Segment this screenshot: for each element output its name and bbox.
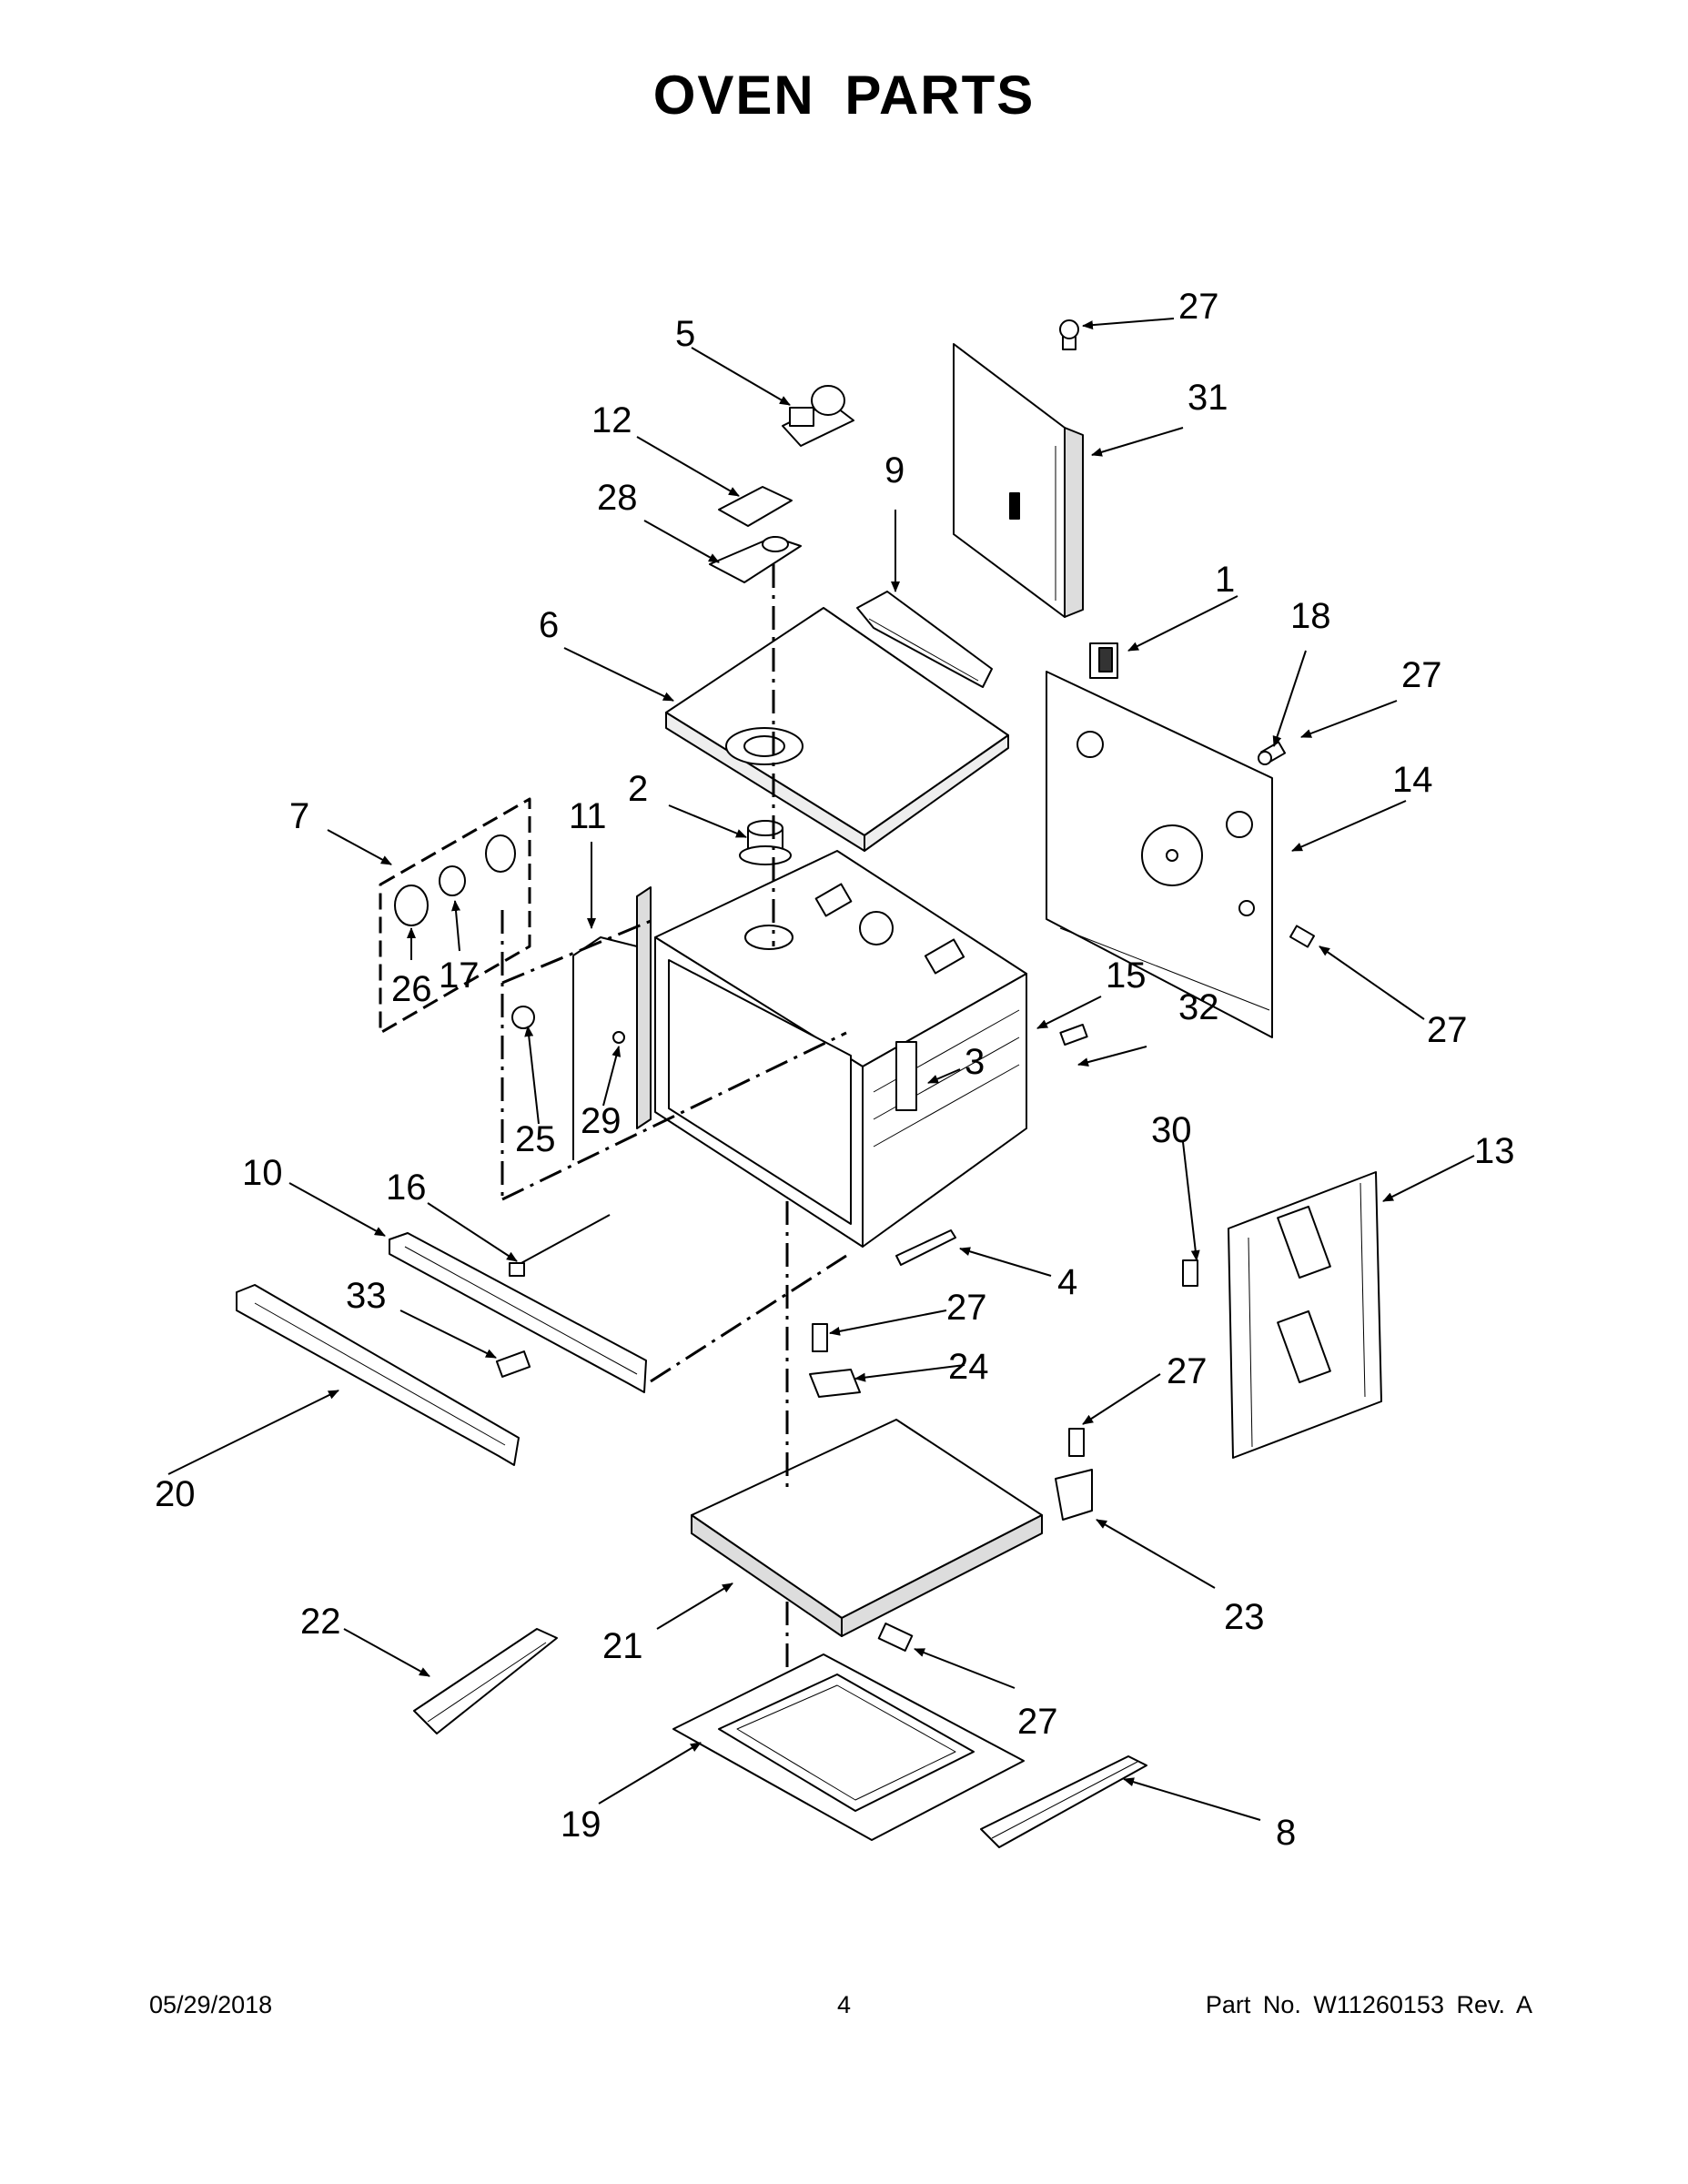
bracket-part-1 [1089, 642, 1118, 679]
callout-1: 1 [1215, 560, 1235, 600]
callout-12: 12 [591, 400, 632, 440]
convection-fan-part [739, 820, 792, 865]
top-plate-part [665, 607, 1009, 852]
callout-8: 8 [1276, 1813, 1296, 1853]
callout-27: 27 [1167, 1351, 1208, 1391]
rear-cover-panel-part [953, 343, 1084, 618]
bracket-part-4 [895, 1229, 956, 1266]
screw-part [495, 1350, 531, 1378]
bottom-plate-part [672, 1653, 1025, 1841]
callout-17: 17 [439, 956, 480, 996]
front-trim-part [389, 1232, 647, 1393]
callout-23: 23 [1224, 1597, 1265, 1637]
callout-32: 32 [1178, 987, 1219, 1027]
oven-cavity-part [636, 850, 1027, 1248]
callout-13: 13 [1474, 1131, 1515, 1171]
footer-part-number: Part No. W11260153 Rev. A [1205, 1991, 1532, 2018]
callout-33: 33 [346, 1276, 387, 1316]
callout-18: 18 [1290, 596, 1331, 636]
screw-part [1068, 1428, 1085, 1457]
left-rail-part [413, 1628, 558, 1734]
page-title: OVEN PARTS [652, 65, 1036, 126]
screw-part [877, 1623, 914, 1652]
callout-22: 22 [300, 1602, 341, 1642]
callout-15: 15 [1106, 956, 1147, 996]
callout-27: 27 [1017, 1702, 1058, 1742]
callout-30: 30 [1151, 1110, 1192, 1150]
callout-5: 5 [675, 314, 695, 354]
callout-20: 20 [155, 1474, 196, 1514]
callout-27: 27 [1401, 655, 1442, 695]
insulation-panel-part [691, 1419, 1043, 1637]
heat-shield-part [709, 486, 802, 583]
alignment-lines [500, 564, 847, 1674]
footer-date: 05/29/2018 [149, 1991, 273, 2018]
callout-24: 24 [948, 1347, 989, 1387]
callout-26: 26 [391, 969, 432, 1009]
callout-9: 9 [884, 450, 905, 490]
knob-assembly-group [379, 797, 625, 1044]
callout-28: 28 [597, 478, 638, 518]
callout-11: 11 [569, 796, 607, 836]
callout-29: 29 [581, 1101, 622, 1141]
callout-25: 25 [515, 1119, 556, 1159]
callout-21: 21 [602, 1626, 643, 1666]
leader-arrows [167, 318, 1475, 1821]
rod-part [509, 1214, 611, 1277]
callout-labels: 27 5 31 12 9 28 1 18 6 27 14 2 7 11 26 1… [155, 287, 1515, 1853]
right-rail-part [980, 1755, 1147, 1848]
callout-31: 31 [1188, 378, 1228, 418]
callout-14: 14 [1392, 760, 1433, 800]
wire-part [572, 936, 638, 956]
footer-page-number: 4 [836, 1991, 852, 2018]
callout-27: 27 [1178, 287, 1219, 327]
callout-7: 7 [289, 796, 309, 836]
clip-part [1182, 1259, 1198, 1287]
bracket-part-23 [1055, 1469, 1093, 1521]
motor-part [782, 385, 854, 447]
screw-part [1059, 319, 1316, 1046]
callout-16: 16 [386, 1168, 427, 1208]
callout-27: 27 [946, 1288, 987, 1328]
callout-6: 6 [539, 605, 559, 645]
back-panel-part [1046, 671, 1273, 1038]
bracket-part-24 [809, 1369, 861, 1398]
screw-part [812, 1323, 828, 1352]
callout-3: 3 [965, 1042, 985, 1082]
callout-2: 2 [628, 769, 648, 809]
callout-4: 4 [1057, 1262, 1077, 1302]
callout-19: 19 [561, 1805, 601, 1845]
vent-duct-part [856, 591, 993, 688]
callout-10: 10 [242, 1153, 283, 1193]
callout-27: 27 [1427, 1010, 1468, 1050]
side-panel-part [1228, 1171, 1382, 1459]
lower-trim-part [236, 1284, 520, 1466]
